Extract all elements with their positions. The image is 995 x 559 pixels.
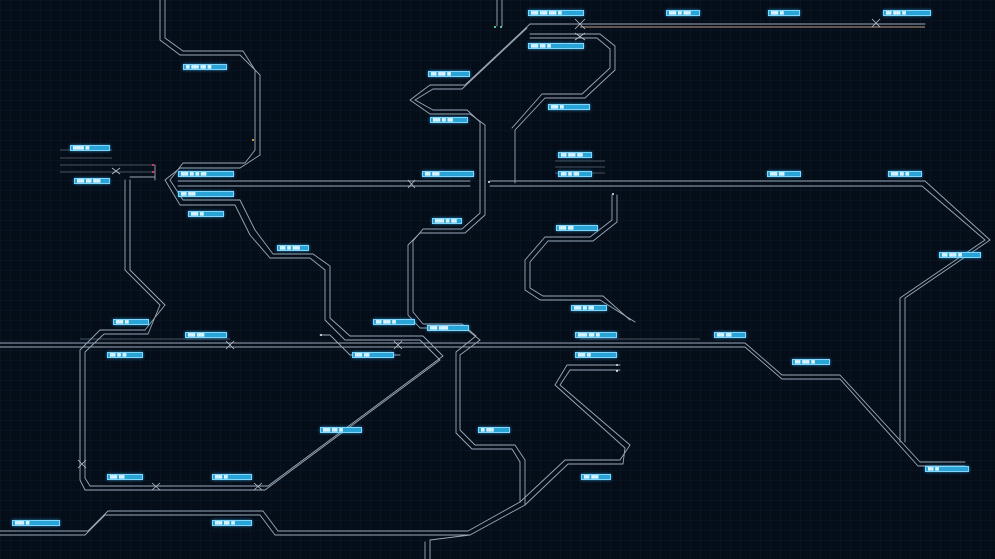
station-label[interactable]: ███ ████ ██ xyxy=(373,319,415,325)
signal-amber[interactable] xyxy=(252,139,254,141)
station-label[interactable]: ████ ███ xyxy=(556,225,598,231)
station-label[interactable]: ████ ██ xyxy=(575,352,617,358)
station-label[interactable]: ████ ████ xyxy=(185,332,227,338)
station-label[interactable]: ████ ███ ██ xyxy=(528,43,584,49)
station-label[interactable]: ████ ███ ████ xyxy=(74,178,110,184)
station-label[interactable]: ████ ████ ████ ██ xyxy=(528,10,584,16)
station-label[interactable]: █████ ███ ██ xyxy=(575,332,617,338)
signal[interactable] xyxy=(612,193,614,195)
station-label[interactable]: ████ ███ ██ xyxy=(212,520,252,526)
station-label[interactable]: ███ ████ ██ xyxy=(428,71,470,77)
station-label[interactable]: ███ ██ xyxy=(925,466,969,472)
station-label[interactable]: █████ ██ ███ xyxy=(432,218,462,224)
station-label[interactable]: ████ ██ ███ xyxy=(430,117,468,123)
switch-markers xyxy=(77,18,881,491)
signal[interactable] xyxy=(616,364,618,366)
signal-green[interactable] xyxy=(494,26,496,28)
left-loop-line[interactable] xyxy=(60,0,444,491)
station-label[interactable]: ███ ██ ███ xyxy=(558,171,592,177)
signal-red[interactable] xyxy=(152,164,154,166)
station-label[interactable]: ████ █████ xyxy=(427,325,469,331)
station-label[interactable]: ███ ████ ██ xyxy=(883,10,931,16)
station-label[interactable]: ███ ████ xyxy=(178,191,234,197)
signal[interactable] xyxy=(616,370,618,372)
upper-trunk-line[interactable] xyxy=(177,160,991,443)
station-label[interactable]: ████ ███ xyxy=(767,171,801,177)
station-label[interactable]: ████ ██ ████ xyxy=(666,10,700,16)
station-label[interactable]: ███ ██ ██ xyxy=(107,352,143,358)
station-label[interactable]: ██████ ██ xyxy=(70,145,110,151)
station-label[interactable]: ████ ██ ██ ███ xyxy=(178,171,234,177)
station-label[interactable]: ████ ██ ███ xyxy=(571,305,607,311)
signal-green[interactable] xyxy=(500,26,502,28)
station-label[interactable]: ██ ████ ███ ██ xyxy=(183,64,227,70)
station-label[interactable]: ████ ██ xyxy=(212,474,252,480)
signal[interactable] xyxy=(488,181,490,183)
station-label[interactable]: ███ ██ ████ xyxy=(277,245,309,251)
station-label[interactable]: █████ ██ xyxy=(12,520,60,526)
station-label[interactable]: ███ ████ ███ xyxy=(558,152,592,158)
station-label[interactable]: ████ ███ xyxy=(352,352,394,358)
station-label[interactable]: ████ ███ xyxy=(107,474,143,480)
station-label[interactable]: ███ ████ xyxy=(422,171,474,177)
signal-red[interactable] xyxy=(152,171,154,173)
station-label[interactable]: ████ ██ xyxy=(548,104,590,110)
station-label[interactable]: ████ ██ xyxy=(188,211,224,217)
station-label[interactable]: ███ ████ ██ xyxy=(792,359,830,365)
station-label[interactable]: ██ ████ xyxy=(478,427,510,433)
station-label[interactable]: ████ ██ xyxy=(113,319,149,325)
station-label[interactable]: ████ ██ ██ xyxy=(888,171,922,177)
station-label[interactable]: ███ ████ ██ xyxy=(939,252,981,258)
station-label[interactable]: ████ ███ ██ xyxy=(320,427,362,433)
top-line[interactable] xyxy=(407,0,926,341)
station-label[interactable]: ████ ███ xyxy=(714,332,746,338)
signal[interactable] xyxy=(320,334,322,336)
station-label[interactable]: ███ ████ xyxy=(581,474,611,480)
middle-branch-lines[interactable] xyxy=(0,194,636,559)
station-label[interactable]: ████ ██ xyxy=(768,10,800,16)
